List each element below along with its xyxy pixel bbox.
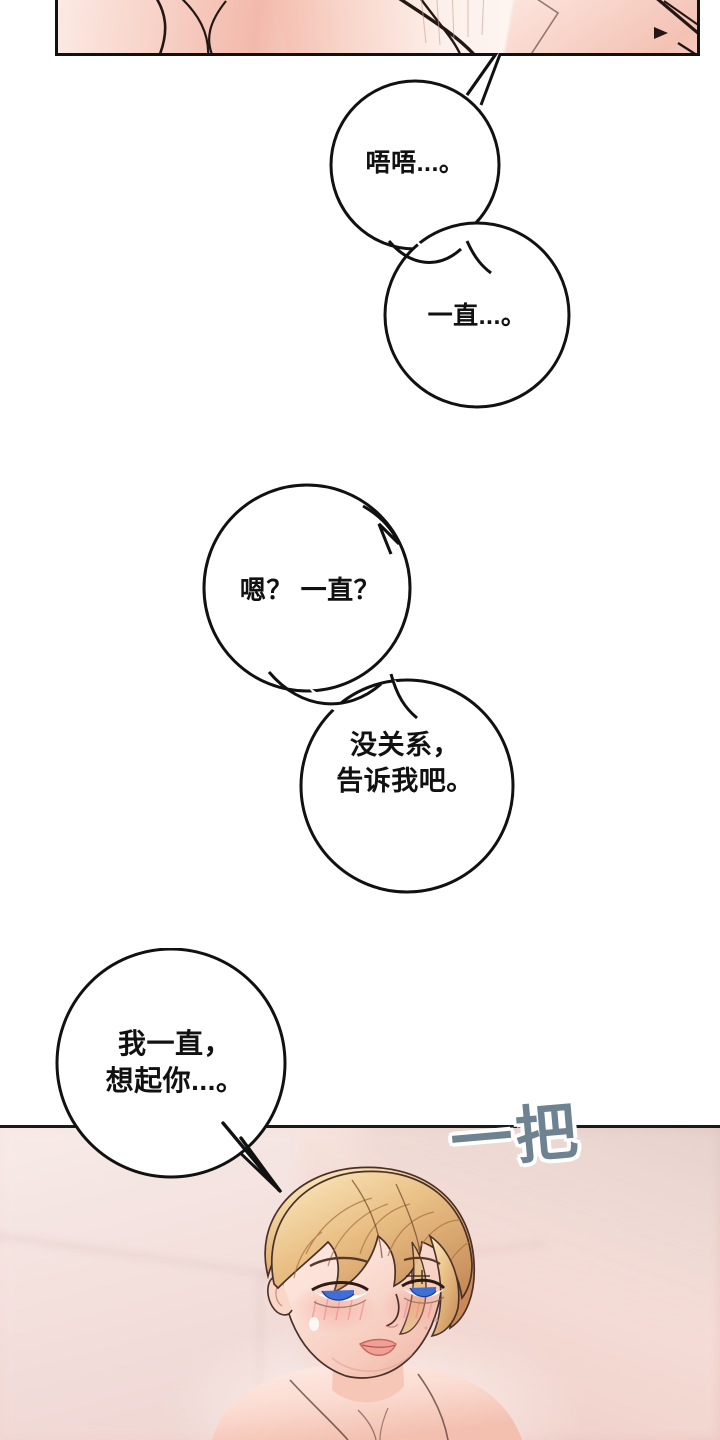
- bubble-group-1: [315, 53, 575, 409]
- eyebrow-right: [403, 1256, 441, 1265]
- bubble-1-text: 唔唔...。: [365, 149, 465, 177]
- character-hair-bangs: [270, 1170, 473, 1301]
- bubble-2-text: 一直...。: [427, 302, 527, 330]
- hair-strand-lines: [293, 1197, 471, 1279]
- panel-top-linework: [156, 0, 697, 53]
- eye-right: [401, 1270, 446, 1304]
- character-ear: [267, 1275, 293, 1316]
- bubble-5-text: 我一直， 想起你...。: [105, 1028, 245, 1096]
- sfx-yiba: 一把: [447, 1097, 584, 1178]
- sweat-drop: [309, 1317, 319, 1331]
- character-torso: [212, 1366, 522, 1440]
- panel-top: [55, 0, 700, 56]
- eyebrow-left: [309, 1256, 369, 1268]
- character-portrait: [182, 1158, 542, 1440]
- blush-left: [290, 1282, 378, 1334]
- bubble-4-text: 没关系， 告诉我吧。: [336, 730, 474, 796]
- eye-left: [311, 1281, 369, 1309]
- bubble-group-2: [202, 483, 515, 894]
- nose: [385, 1293, 400, 1327]
- character-artwork: [212, 1166, 522, 1440]
- bubble-3-text: 嗯？ 一直？: [239, 575, 381, 605]
- bubble-group-3: [55, 948, 287, 1194]
